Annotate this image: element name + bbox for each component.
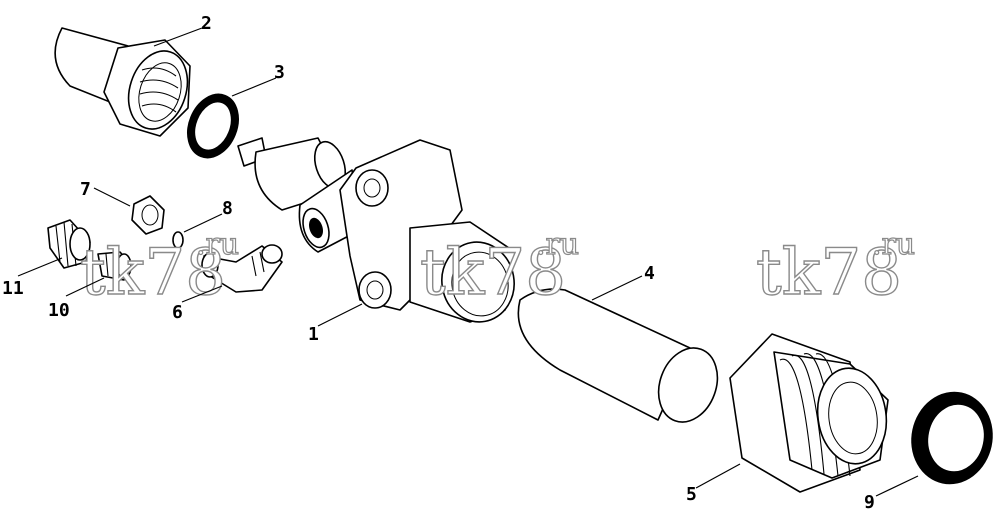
part-6-elbow <box>201 244 283 293</box>
callout-7: 7 <box>80 179 91 200</box>
part-9-gasket <box>911 391 993 485</box>
callout-leaders <box>17 27 919 497</box>
leader-9 <box>875 475 919 497</box>
callout-11: 11 <box>2 278 24 299</box>
watermark-text: tk78 <box>756 236 902 310</box>
leader-4 <box>591 275 643 301</box>
callout-2: 2 <box>201 13 212 34</box>
callout-1: 1 <box>308 324 319 345</box>
leader-3 <box>231 77 277 97</box>
part-11-cap <box>47 219 91 269</box>
callouts: 2 3 7 8 11 10 6 1 4 5 9 <box>2 13 875 513</box>
callout-8: 8 <box>222 198 233 219</box>
leader-10 <box>65 277 105 297</box>
watermark-suffix: .ru <box>196 227 239 262</box>
watermark-suffix: .ru <box>872 227 915 262</box>
watermark-text: tk78 <box>420 236 566 310</box>
callout-4: 4 <box>644 263 655 284</box>
callout-10: 10 <box>48 300 70 321</box>
leader-1 <box>317 303 363 327</box>
leader-6 <box>181 285 223 303</box>
part-1-housing <box>237 137 516 323</box>
part-3-o-ring <box>187 93 239 159</box>
callout-3: 3 <box>274 62 285 83</box>
leader-7 <box>93 187 131 207</box>
leader-2 <box>153 27 203 47</box>
leader-11 <box>17 257 63 277</box>
callout-9: 9 <box>864 492 875 513</box>
part-7-small-nut <box>131 195 165 235</box>
callout-5: 5 <box>686 484 697 505</box>
part-2-nut-sleeve <box>54 27 191 137</box>
callout-6: 6 <box>172 302 183 323</box>
part-5-threaded-fitting <box>729 333 889 493</box>
part-4-hose <box>517 288 719 423</box>
part-10-fitting <box>97 251 133 281</box>
leader-5 <box>695 463 741 489</box>
watermark-text: tk78 <box>80 236 226 310</box>
watermark: tk78 .ru tk78 .ru tk78 .ru <box>79 226 916 310</box>
leader-8 <box>183 213 223 233</box>
part-8-small-ring <box>172 231 184 249</box>
watermark-suffix: .ru <box>536 227 579 262</box>
